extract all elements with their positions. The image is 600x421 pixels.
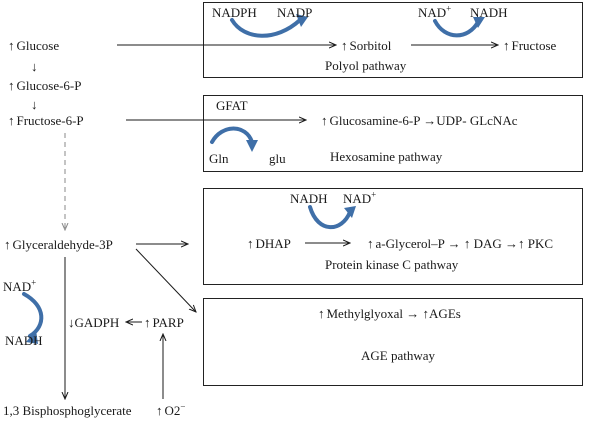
superoxide-label: O2−: [156, 402, 186, 418]
nad-plus-label: NAD+: [418, 3, 452, 20]
curved-arrow-icon: [308, 205, 352, 230]
pkc-pathway-title: Protein kinase C pathway: [325, 257, 459, 272]
nadp-label: NADP: [277, 5, 313, 20]
fructose-label: Fructose: [503, 38, 557, 53]
down-arrow-icon: ↓: [31, 59, 38, 74]
arrow-g3p-to-age: [135, 248, 196, 312]
glucosamine-chain-label: Glucosamine-6-P →UDP- GLcNAc: [321, 113, 518, 128]
glyceraldehyde-3p-label: Glyceraldehyde-3P: [4, 237, 113, 252]
dhap-label: DHAP: [247, 236, 291, 251]
curved-arrow-icon: [230, 18, 302, 38]
gln-label: Gln: [209, 151, 229, 166]
polyol-pathway-title: Polyol pathway: [325, 58, 407, 73]
curved-arrow-icon: [22, 292, 44, 338]
nadh-label: NADH: [470, 5, 508, 20]
curved-arrow-head: [296, 14, 308, 27]
glucose-label: Glucose: [8, 38, 60, 53]
curved-arrow-head: [26, 330, 38, 344]
age-pathway-title: AGE pathway: [361, 348, 436, 363]
polyol-pathway-box: [203, 2, 583, 78]
nadph-label: NADPH: [212, 5, 257, 20]
gadph-label: ↓GADPH: [68, 315, 120, 330]
down-arrow-icon: ↓: [31, 97, 38, 112]
curved-arrow-head: [473, 17, 485, 28]
glu-label: glu: [269, 151, 286, 166]
nadh-label: NADH: [5, 333, 43, 348]
parp-label: PARP: [144, 315, 184, 330]
fructose-6-p-label: Fructose-6-P: [8, 113, 84, 128]
curved-arrow-icon: [433, 19, 480, 38]
methylglyoxal-chain-label: Methylglyoxal → ↑AGEs: [318, 306, 461, 321]
sorbitol-label: Sorbitol: [341, 38, 392, 53]
curved-arrow-icon: [210, 126, 254, 144]
curved-arrow-head: [246, 140, 258, 152]
hexosamine-pathway-title: Hexosamine pathway: [330, 149, 443, 164]
curved-arrow-head: [344, 206, 356, 218]
age-pathway-box: [203, 298, 583, 386]
hexosamine-pathway-box: [203, 95, 583, 172]
nad-plus-label: NAD+: [343, 189, 377, 206]
glucose-6-p-label: Glucose-6-P: [8, 78, 82, 93]
nadh-label: NADH: [290, 191, 328, 206]
bisphosphoglycerate-label: 1,3 Bisphosphoglycerate: [3, 403, 132, 418]
pkc-pathway-box: [203, 188, 583, 285]
gfat-label: GFAT: [216, 98, 248, 113]
nad-plus-label: NAD+: [3, 277, 37, 294]
glycerol-chain-label: a-Glycerol–P → ↑ DAG →↑ PKC: [367, 236, 554, 251]
